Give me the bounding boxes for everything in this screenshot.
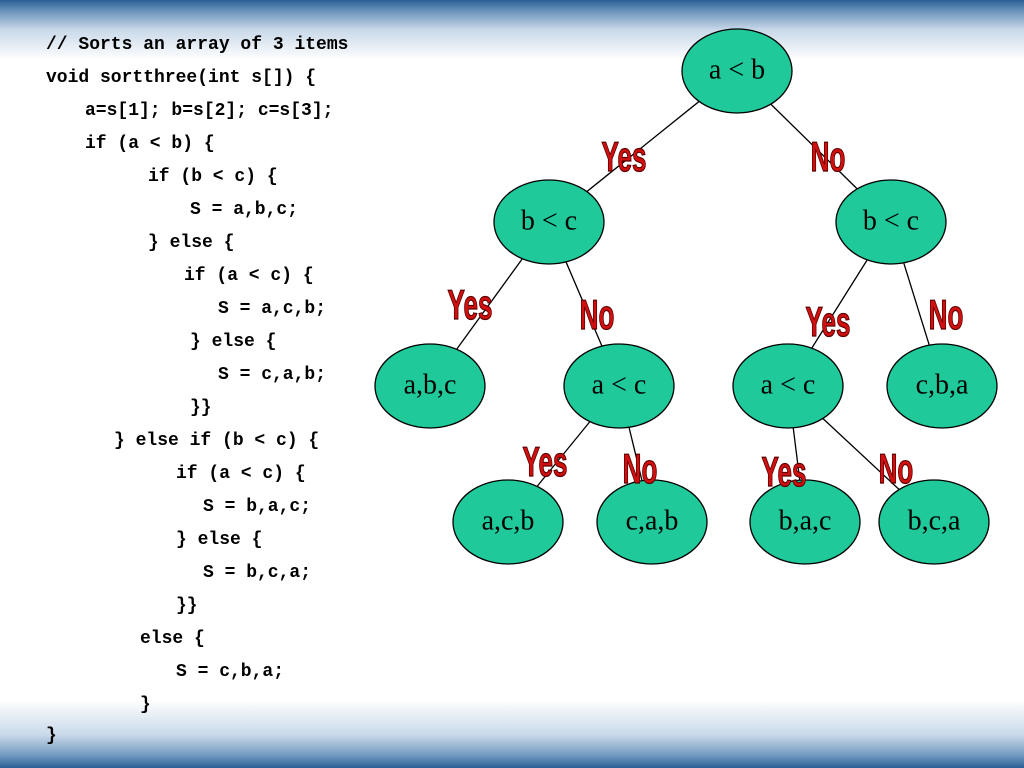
tree-edge-r-rl (811, 259, 868, 349)
branch-label-no: No (929, 292, 964, 339)
tree-edge-root-l (586, 100, 700, 193)
node-ellipse (596, 479, 708, 565)
code-line: }} (176, 596, 198, 616)
node-label: b < c (521, 205, 577, 236)
tree-edge-lr-lrr (628, 427, 643, 481)
code-line: } else if (b < c) { (114, 431, 320, 451)
code-line: } else { (148, 233, 235, 253)
tree-edge-rl-rlr (822, 418, 900, 490)
tree-edge-l-lr (565, 261, 603, 347)
node-ellipse (493, 179, 605, 265)
tree-edge-rl-rll (792, 427, 801, 481)
node-ellipse (732, 343, 844, 429)
node-ellipse (749, 479, 861, 565)
tree-node-lrl: a,c,b (452, 479, 564, 565)
code-line: if (b < c) { (148, 167, 278, 187)
tree-node-rll: b,a,c (749, 479, 861, 565)
tree-node-rr: c,b,a (886, 343, 998, 429)
node-label: a,b,c (404, 369, 457, 400)
node-ellipse (681, 28, 793, 114)
code-line: }} (190, 398, 212, 418)
code-line: if (a < c) { (184, 266, 314, 286)
branch-label-yes: Yes (806, 299, 851, 346)
tree-node-rl: a < c (732, 343, 844, 429)
code-line: S = a,c,b; (218, 299, 327, 319)
code-line: S = b,c,a; (203, 563, 312, 583)
branch-label-yes: Yes (762, 449, 807, 496)
code-listing: // Sorts an array of 3 items void sortth… (0, 0, 470, 768)
node-label: c,b,a (916, 369, 969, 400)
code-line: void sortthree(int s[]) { (46, 68, 317, 88)
code-line: S = c,a,b; (218, 365, 327, 385)
branch-label-yes: Yes (602, 134, 647, 181)
code-line: } (140, 695, 151, 715)
node-label: a,c,b (482, 505, 535, 536)
tree-edges (456, 100, 930, 490)
code-line: S = a,b,c; (190, 200, 299, 220)
node-label: c,a,b (626, 505, 679, 536)
branch-label-no: No (580, 292, 615, 339)
tree-node-r: b < c (835, 179, 947, 265)
node-label: a < c (592, 369, 647, 400)
node-label: b < c (863, 205, 919, 236)
branch-label-no: No (623, 446, 658, 493)
node-ellipse (835, 179, 947, 265)
tree-node-root: a < b (681, 28, 793, 114)
code-line: } (46, 726, 57, 746)
code-line: else { (140, 629, 205, 649)
node-label: a < c (761, 369, 816, 400)
code-line: // Sorts an array of 3 items (46, 35, 349, 55)
branch-label-yes: Yes (523, 439, 568, 486)
tree-edge-lr-lrl (536, 421, 591, 487)
code-line: } else { (176, 530, 263, 550)
node-ellipse (878, 479, 990, 565)
code-line: a=s[1]; b=s[2]; c=s[3]; (85, 101, 334, 121)
tree-nodes: a < b b < c b < c a,b,c a < c a < c c,b,a a,c,b… (374, 28, 998, 565)
branch-label-no: No (879, 446, 914, 493)
tree-node-ll: a,b,c (374, 343, 486, 429)
code-line: if (a < c) { (176, 464, 306, 484)
code-line: if (a < b) { (85, 134, 215, 154)
node-label: a < b (709, 54, 765, 85)
node-ellipse (374, 343, 486, 429)
tree-node-lr: a < c (563, 343, 675, 429)
tree-node-lrr: c,a,b (596, 479, 708, 565)
code-line: S = b,a,c; (203, 497, 312, 517)
tree-edge-r-rr (903, 262, 930, 346)
node-ellipse (563, 343, 675, 429)
node-label: b,a,c (779, 505, 832, 536)
tree-node-l: b < c (493, 179, 605, 265)
code-line: S = c,b,a; (176, 662, 285, 682)
branch-label-no: No (811, 134, 846, 181)
node-ellipse (452, 479, 564, 565)
tree-edge-root-r (770, 103, 858, 190)
node-ellipse (886, 343, 998, 429)
branch-label-yes: Yes (448, 282, 493, 329)
tree-node-rlr: b,c,a (878, 479, 990, 565)
code-line: } else { (190, 332, 277, 352)
node-label: b,c,a (908, 505, 961, 536)
tree-edge-l-ll (456, 258, 523, 350)
